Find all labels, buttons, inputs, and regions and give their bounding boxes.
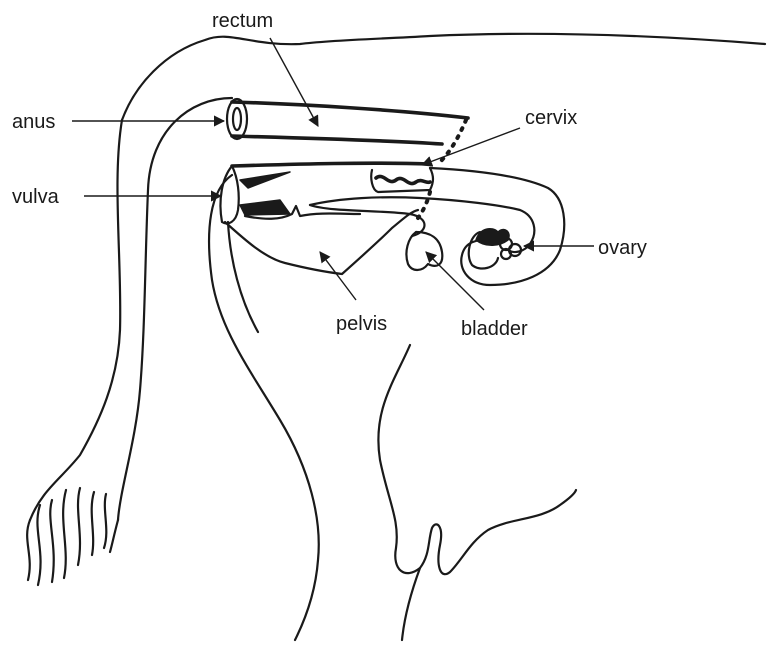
vulva-shading <box>240 172 290 215</box>
pelvis-leader <box>320 252 356 300</box>
pelvis-dotted-edge <box>418 192 430 218</box>
pelvis-label: pelvis <box>336 313 387 335</box>
rectum-continuation <box>440 120 466 162</box>
bladder-shape <box>406 232 442 270</box>
uterus-outline <box>430 168 564 285</box>
anus-label: anus <box>12 111 55 133</box>
ovary-label: ovary <box>598 237 647 259</box>
tail-inner <box>118 98 232 520</box>
tail-outer <box>30 120 122 520</box>
udder-lower-line <box>402 568 420 640</box>
hindquarter-outline <box>209 175 319 640</box>
vagina-upper-wall <box>232 163 430 166</box>
cervix-leader <box>422 128 520 165</box>
tail-hairs <box>27 488 118 585</box>
rectum-label: rectum <box>212 10 273 32</box>
rectum-leader <box>270 38 318 126</box>
cervix-rings <box>376 176 430 183</box>
anus-opening <box>233 108 241 130</box>
uterine-horn-lower <box>310 205 425 236</box>
pelvis-bone <box>225 210 418 274</box>
rectum-upper-wall <box>232 102 468 118</box>
belly-outline <box>378 345 576 574</box>
anus-shape <box>227 99 247 139</box>
ovary-dark-tissue <box>476 229 509 246</box>
vulva-label: vulva <box>12 186 60 208</box>
vulva-lips <box>220 166 238 224</box>
rectum-lower-wall <box>232 136 442 144</box>
cervix-label: cervix <box>525 107 577 129</box>
bladder-label: bladder <box>461 318 528 340</box>
back-outline <box>122 34 765 120</box>
